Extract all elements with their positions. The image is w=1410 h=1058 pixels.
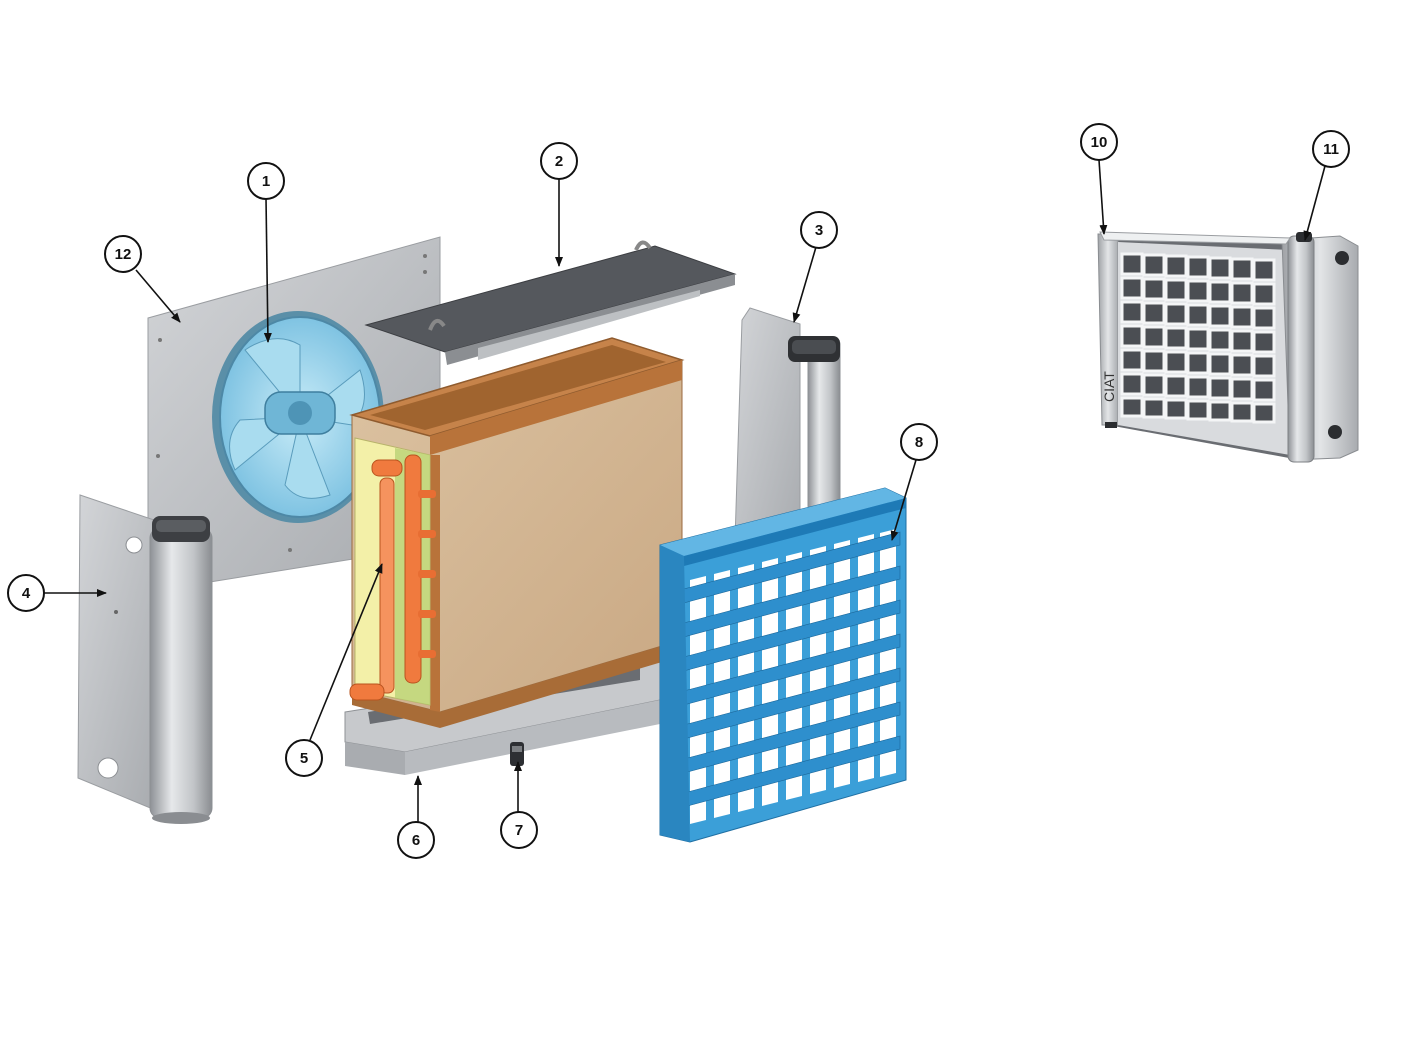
- drain-connector: [510, 742, 524, 766]
- leader-11: [1303, 165, 1326, 241]
- callout-11-label: 11: [1323, 141, 1339, 158]
- callout-3-label: 3: [815, 222, 823, 239]
- callout-4: 4: [7, 574, 45, 612]
- callout-8: 8: [900, 423, 938, 461]
- leader-lines: [44, 159, 1326, 822]
- callout-5: 5: [285, 739, 323, 777]
- callout-1: 1: [247, 162, 285, 200]
- callout-6-label: 6: [412, 832, 420, 849]
- top-panel: [364, 240, 737, 365]
- callout-10: 10: [1080, 123, 1118, 161]
- axial-fan: [212, 311, 384, 523]
- leader-10: [1098, 159, 1108, 235]
- callout-3: 3: [800, 211, 838, 249]
- leader-1: [263, 197, 272, 343]
- callout-1-label: 1: [262, 173, 270, 190]
- callout-10-label: 10: [1091, 134, 1108, 151]
- callout-5-label: 5: [300, 750, 308, 767]
- callout-7-label: 7: [515, 822, 523, 839]
- leader-8: [890, 459, 917, 541]
- brand-logo: CIAT: [1101, 371, 1117, 402]
- callout-12-label: 12: [115, 246, 132, 263]
- leader-12: [135, 269, 181, 323]
- heating-coil: [349, 337, 685, 728]
- callout-11: 11: [1312, 130, 1350, 168]
- callout-2: 2: [540, 142, 578, 180]
- callout-2-label: 2: [555, 153, 563, 170]
- assembled-unit: CIAT: [1097, 231, 1359, 463]
- callout-8-label: 8: [915, 434, 923, 451]
- leader-3: [792, 246, 817, 323]
- front-grille: [659, 487, 907, 843]
- right-side-panel: [734, 307, 841, 561]
- callout-7: 7: [500, 811, 538, 849]
- callout-12: 12: [104, 235, 142, 273]
- callout-6: 6: [397, 821, 435, 859]
- leader-5: [309, 563, 383, 741]
- left-side-panel: [77, 494, 213, 824]
- callout-4-label: 4: [22, 585, 31, 602]
